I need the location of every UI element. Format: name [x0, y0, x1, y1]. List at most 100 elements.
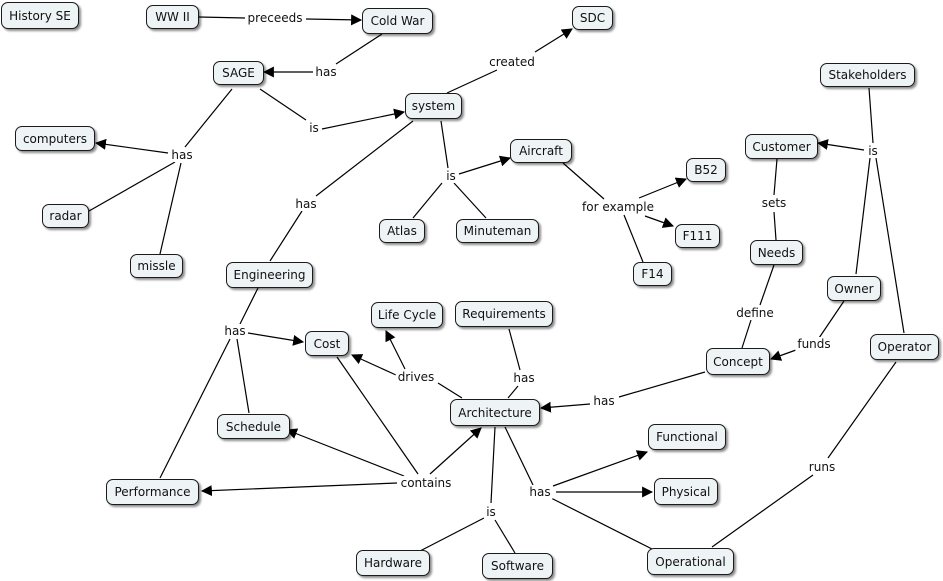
edge-sets-needs — [773, 211, 777, 241]
edge-is-hardware — [419, 517, 485, 552]
node-customer[interactable]: Customer — [745, 134, 818, 159]
edge-is-customer — [816, 139, 865, 151]
link-label-for-example: for example — [580, 200, 656, 214]
edge-is-minuteman — [453, 182, 487, 219]
edge-drives-life-cycle — [385, 330, 406, 370]
node-ww2[interactable]: WW II — [146, 5, 199, 29]
edge-drives-cost — [350, 354, 397, 376]
edge-has-functional — [552, 450, 649, 487]
edge-owner-funds — [818, 300, 845, 339]
link-label-is-system: is — [307, 121, 321, 135]
edge-for-example-f111 — [644, 215, 675, 228]
edge-architecture-drives — [437, 382, 463, 399]
link-label-has-sage: has — [313, 65, 339, 79]
link-label-is-system-kinds: is — [444, 169, 458, 183]
node-needs[interactable]: Needs — [750, 240, 803, 265]
node-system[interactable]: system — [405, 93, 462, 119]
link-label-created: created — [487, 55, 537, 69]
node-operator[interactable]: Operator — [870, 334, 939, 360]
link-label-has-requirements: has — [511, 371, 537, 385]
edge-cold-war-has — [335, 33, 383, 65]
edge-is-atlas — [412, 182, 443, 219]
edge-funds-concept — [769, 349, 797, 361]
link-label-has-engineering: has — [293, 197, 319, 211]
node-hardware[interactable]: Hardware — [356, 550, 430, 576]
node-b52[interactable]: B52 — [686, 158, 726, 182]
edge-concept-has — [618, 371, 706, 398]
node-performance[interactable]: Performance — [106, 479, 199, 505]
link-label-funds: funds — [795, 337, 833, 351]
edge-runs-operational — [711, 474, 814, 548]
edge-preceeds-cold-war — [305, 14, 363, 26]
link-label-has-concept: has — [591, 394, 617, 408]
node-radar[interactable]: radar — [42, 204, 89, 228]
edge-has-operational — [550, 497, 657, 552]
edge-has-architecture — [507, 385, 519, 399]
edge-architecture-is — [490, 426, 496, 504]
edge-needs-define — [759, 264, 775, 306]
edge-has-cost — [247, 332, 305, 346]
node-sage[interactable]: SAGE — [213, 61, 264, 85]
node-engineering[interactable]: Engineering — [226, 262, 313, 288]
edge-has-engineering — [269, 210, 303, 262]
node-missle[interactable]: missle — [130, 254, 183, 278]
node-history-se[interactable]: History SE — [1, 2, 79, 29]
edge-contains-schedule — [285, 428, 405, 477]
node-physical[interactable]: Physical — [654, 478, 718, 505]
node-concept[interactable]: Concept — [706, 348, 770, 375]
node-stakeholders[interactable]: Stakeholders — [820, 63, 915, 87]
edge-is-aircraft — [458, 155, 512, 175]
link-label-preceeds: preceeds — [245, 11, 305, 25]
link-label-drives: drives — [395, 370, 437, 384]
edge-has-architecture-2 — [539, 401, 591, 413]
edge-has-performance — [159, 338, 231, 479]
edge-contains-performance — [200, 482, 398, 497]
node-cost[interactable]: Cost — [305, 331, 349, 356]
node-minuteman[interactable]: Minuteman — [456, 219, 539, 243]
edge-cost-contains — [336, 356, 419, 475]
node-architecture[interactable]: Architecture — [450, 399, 540, 426]
edge-define-concept — [741, 319, 752, 349]
node-functional[interactable]: Functional — [648, 424, 726, 450]
edge-created-sdc — [534, 28, 573, 53]
node-cold-war[interactable]: Cold War — [362, 8, 433, 34]
edge-engineering-has — [239, 287, 259, 325]
node-sdc[interactable]: SDC — [572, 6, 613, 30]
node-life-cycle[interactable]: Life Cycle — [371, 302, 443, 328]
edge-has-computers — [94, 138, 169, 154]
edge-is-operator — [875, 157, 905, 334]
node-operational[interactable]: Operational — [647, 548, 734, 575]
edge-stakeholders-is — [868, 87, 874, 144]
edge-customer-sets — [773, 158, 778, 196]
link-label-runs: runs — [806, 460, 838, 474]
edge-sage-has — [184, 88, 233, 148]
link-label-define: define — [734, 306, 776, 320]
edge-is-system — [321, 108, 406, 130]
edge-system-has — [315, 120, 414, 197]
node-computers[interactable]: computers — [15, 126, 95, 151]
node-atlas[interactable]: Atlas — [379, 219, 425, 243]
edge-is-software — [494, 519, 516, 554]
link-label-is-architecture: is — [484, 505, 498, 519]
node-f14[interactable]: F14 — [633, 262, 672, 286]
node-schedule[interactable]: Schedule — [217, 414, 290, 439]
link-label-is-stakeholders: is — [866, 144, 880, 158]
node-software[interactable]: Software — [482, 553, 553, 579]
link-label-has-architecture-views: has — [527, 485, 553, 499]
edge-architecture-has — [504, 426, 534, 486]
edge-for-example-b52 — [638, 177, 688, 199]
edge-aircraft-for-example — [562, 162, 605, 200]
node-f111[interactable]: F111 — [675, 224, 720, 248]
edge-is-owner — [855, 157, 871, 275]
edge-has-radar — [88, 161, 176, 212]
edge-has-missle — [159, 162, 182, 255]
node-aircraft[interactable]: Aircraft — [510, 139, 572, 163]
node-owner[interactable]: Owner — [827, 276, 881, 301]
edge-system-created — [446, 69, 498, 94]
link-label-sets: sets — [759, 196, 789, 210]
node-requirements[interactable]: Requirements — [455, 301, 553, 327]
edge-sage-is — [259, 88, 307, 121]
edge-requirements-has — [508, 328, 521, 371]
